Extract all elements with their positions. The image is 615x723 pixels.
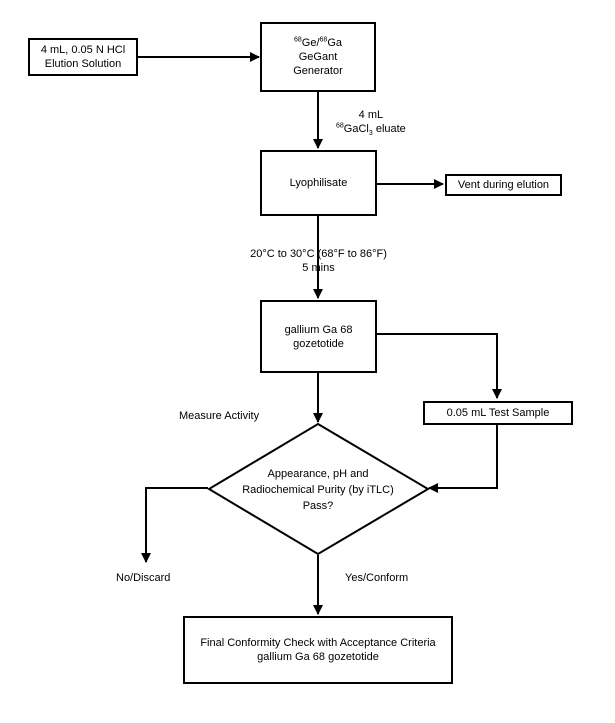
lyophilisate-box: Lyophilisate — [260, 150, 377, 216]
eluate-symbol: GaCl — [343, 123, 369, 135]
eluate-compound: 68GaCl3 eluate — [336, 122, 406, 138]
decision-line2: Radiochemical Purity (by iTLC) — [242, 484, 394, 496]
conditions-label: 20°C to 30°C (68°F to 86°F) 5 mins — [227, 247, 410, 275]
vent-label: Vent during elution — [457, 179, 550, 191]
test-sample-box: 0.05 mL Test Sample — [423, 401, 573, 425]
test-sample-label: 0.05 mL Test Sample — [446, 407, 550, 419]
elution-solution-box: 4 mL, 0.05 N HCl Elution Solution — [28, 38, 138, 76]
generator-isotopes: 68Ge/68Ga — [294, 36, 342, 50]
vent-box: Vent during elution — [445, 174, 562, 196]
ga-mass-number: 68 — [319, 36, 328, 44]
elution-solution-line2: Elution Solution — [44, 58, 122, 70]
eluate-subscript: 3 — [368, 130, 373, 138]
eluate-suffix: eluate — [372, 123, 406, 135]
product-box: gallium Ga 68 gozetotide — [260, 300, 377, 373]
measure-activity-label: Measure Activity — [179, 410, 260, 422]
decision-text: Appearance, pH and Radiochemical Purity … — [220, 466, 416, 514]
ge-symbol: Ge/ — [301, 37, 320, 49]
final-check-line2: gallium Ga 68 gozetotide — [257, 651, 379, 663]
decision-line3: Pass? — [302, 500, 334, 512]
conditions-temperature: 20°C to 30°C (68°F to 86°F) — [250, 248, 387, 260]
eluate-mass-number: 68 — [336, 122, 344, 130]
lyophilisate-label: Lyophilisate — [289, 177, 348, 189]
generator-line2: GeGant — [298, 51, 338, 63]
arrow-test-sample-to-decision — [428, 425, 498, 493]
elution-solution-line1: 4 mL, 0.05 N HCl — [40, 44, 126, 56]
product-label: gallium Ga 68 gozetotide — [284, 323, 353, 350]
eluate-label: 4 mL 68GaCl3 eluate — [336, 108, 406, 138]
decision-diamond — [207, 422, 430, 556]
final-check-line1: Final Conformity Check with Acceptance C… — [200, 637, 436, 649]
final-check-box: Final Conformity Check with Acceptance C… — [183, 616, 453, 684]
generator-box: 68Ge/68Ga GeGant Generator — [260, 22, 376, 92]
decision-line1: Appearance, pH and — [267, 468, 369, 480]
yes-conform-label: Yes/Conform — [345, 572, 409, 584]
eluate-volume: 4 mL — [358, 109, 384, 121]
arrow-product-to-test-sample — [376, 333, 502, 399]
conditions-time: 5 mins — [302, 262, 335, 274]
arrow-decision-to-discard — [141, 487, 208, 563]
generator-line3: Generator — [293, 65, 343, 77]
no-discard-label: No/Discard — [116, 572, 171, 584]
ge-mass-number: 68 — [293, 36, 302, 44]
ga-symbol: Ga — [327, 37, 342, 49]
